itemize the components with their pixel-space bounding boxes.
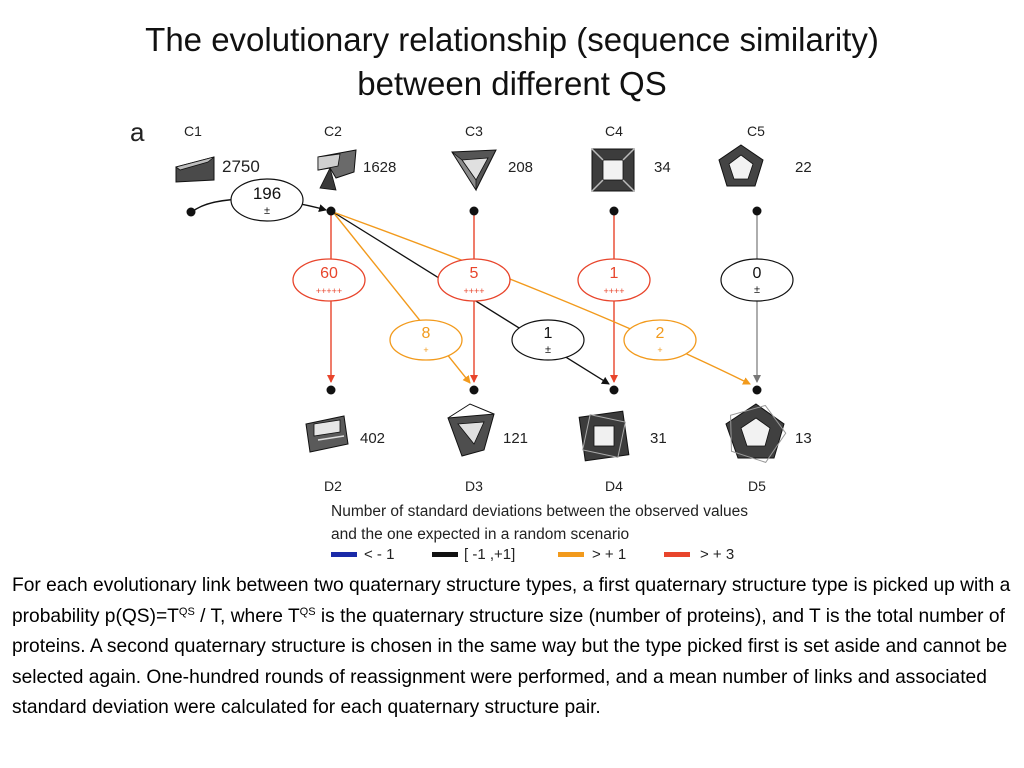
node-count-d3: 121 [503, 430, 528, 447]
legend-swatch-blue [331, 552, 357, 557]
structure-icon-c4 [591, 148, 635, 192]
link-marker-c1-c2: ± [264, 205, 270, 217]
structure-icon-c1 [175, 156, 215, 183]
node-label-c2: C2 [324, 123, 342, 139]
qs-evolution-diagram: a C1 C2 C3 C4 C5 2750 1628 208 34 22 [130, 117, 812, 563]
caption-paragraph: For each evolutionary link between two q… [12, 571, 1012, 724]
legend-swatch-orange [558, 552, 584, 557]
node-dot-c5 [752, 206, 762, 216]
node-label-c4: C4 [605, 123, 623, 139]
node-label-d2: D2 [324, 478, 342, 494]
link-badge-c1-c2: 196 ± [230, 178, 304, 222]
link-marker-c5-d5: ± [754, 284, 760, 296]
node-count-c3: 208 [508, 159, 533, 176]
structure-icon-c5 [718, 144, 764, 187]
legend-label-blue: < - 1 [364, 546, 394, 563]
link-value-c4-d4: 1 [610, 265, 619, 282]
node-count-d4: 31 [650, 430, 667, 447]
link-marker-c2-d2: +++++ [316, 286, 342, 296]
caption-part-1: For each evolutionary link between two q… [12, 575, 1011, 627]
legend-title-line-2: and the one expected in a random scenari… [331, 526, 629, 543]
node-dot-c1 [186, 207, 196, 217]
node-dot-c4 [609, 206, 619, 216]
caption-superscript-2: QS [299, 605, 316, 618]
node-dot-d4 [609, 385, 619, 395]
link-badge-c2-d5: 2 + [623, 319, 697, 361]
link-value-c2-d3: 8 [422, 325, 431, 342]
link-value-c2-d5: 2 [656, 325, 665, 342]
structure-icon-c3 [451, 149, 497, 192]
legend-swatch-red [664, 552, 690, 557]
legend-label-black: [ -1 ,+1] [464, 546, 515, 563]
node-dot-d5 [752, 385, 762, 395]
structure-icon-d2 [305, 415, 349, 453]
link-marker-c2-d3: + [423, 345, 428, 355]
structure-icon-d5 [725, 403, 787, 463]
link-marker-c2-d4: ± [545, 344, 551, 356]
link-badge-c3-d3: 5 ++++ [437, 258, 511, 302]
node-label-d4: D4 [605, 478, 623, 494]
link-c2-d5 [332, 211, 751, 385]
legend-swatch-black [432, 552, 458, 557]
link-badge-c2-d3: 8 + [389, 319, 463, 361]
node-count-c1: 2750 [222, 157, 260, 176]
link-badge-c2-d4: 1 ± [511, 319, 585, 361]
caption-superscript-1: QS [178, 605, 195, 618]
caption-part-3: is the quaternary structure size (number… [12, 605, 1008, 719]
link-value-c2-d4: 1 [544, 325, 553, 342]
link-value-c1-c2: 196 [253, 184, 281, 203]
link-marker-c2-d5: + [657, 345, 662, 355]
link-value-c5-d5: 0 [753, 265, 762, 282]
link-value-c2-d2: 60 [320, 265, 338, 282]
node-dot-d3 [469, 385, 479, 395]
legend-label-orange: > + 1 [592, 546, 626, 563]
node-dot-c2 [326, 206, 336, 216]
node-count-c5: 22 [795, 159, 812, 176]
node-count-d5: 13 [795, 430, 812, 447]
slide-title: The evolutionary relationship (sequence … [0, 18, 1024, 106]
structure-icon-d3 [447, 403, 495, 457]
node-count-d2: 402 [360, 430, 385, 447]
link-marker-c4-d4: ++++ [603, 286, 624, 296]
link-badge-c2-d2: 60 +++++ [292, 258, 366, 302]
title-line-1: The evolutionary relationship (sequence … [145, 21, 879, 58]
link-marker-c3-d3: ++++ [463, 286, 484, 296]
structure-icon-d4 [578, 410, 630, 462]
node-label-d3: D3 [465, 478, 483, 494]
link-value-c3-d3: 5 [470, 265, 479, 282]
link-badge-c4-d4: 1 ++++ [577, 258, 651, 302]
legend-label-red: > + 3 [700, 546, 734, 563]
node-dot-d2 [326, 385, 336, 395]
panel-label: a [130, 117, 145, 147]
node-label-c1: C1 [184, 123, 202, 139]
node-count-c2: 1628 [363, 159, 396, 176]
link-badge-c5-d5: 0 ± [720, 258, 794, 302]
legend-title-line-1: Number of standard deviations between th… [331, 503, 748, 520]
node-label-c5: C5 [747, 123, 765, 139]
caption-part-2: / T, where T [194, 605, 300, 627]
node-count-c4: 34 [654, 159, 671, 176]
node-label-d5: D5 [748, 478, 766, 494]
title-line-2: between different QS [357, 65, 667, 102]
node-label-c3: C3 [465, 123, 483, 139]
legend: Number of standard deviations between th… [331, 503, 748, 563]
structure-icon-c2 [317, 149, 357, 191]
node-dot-c3 [469, 206, 479, 216]
